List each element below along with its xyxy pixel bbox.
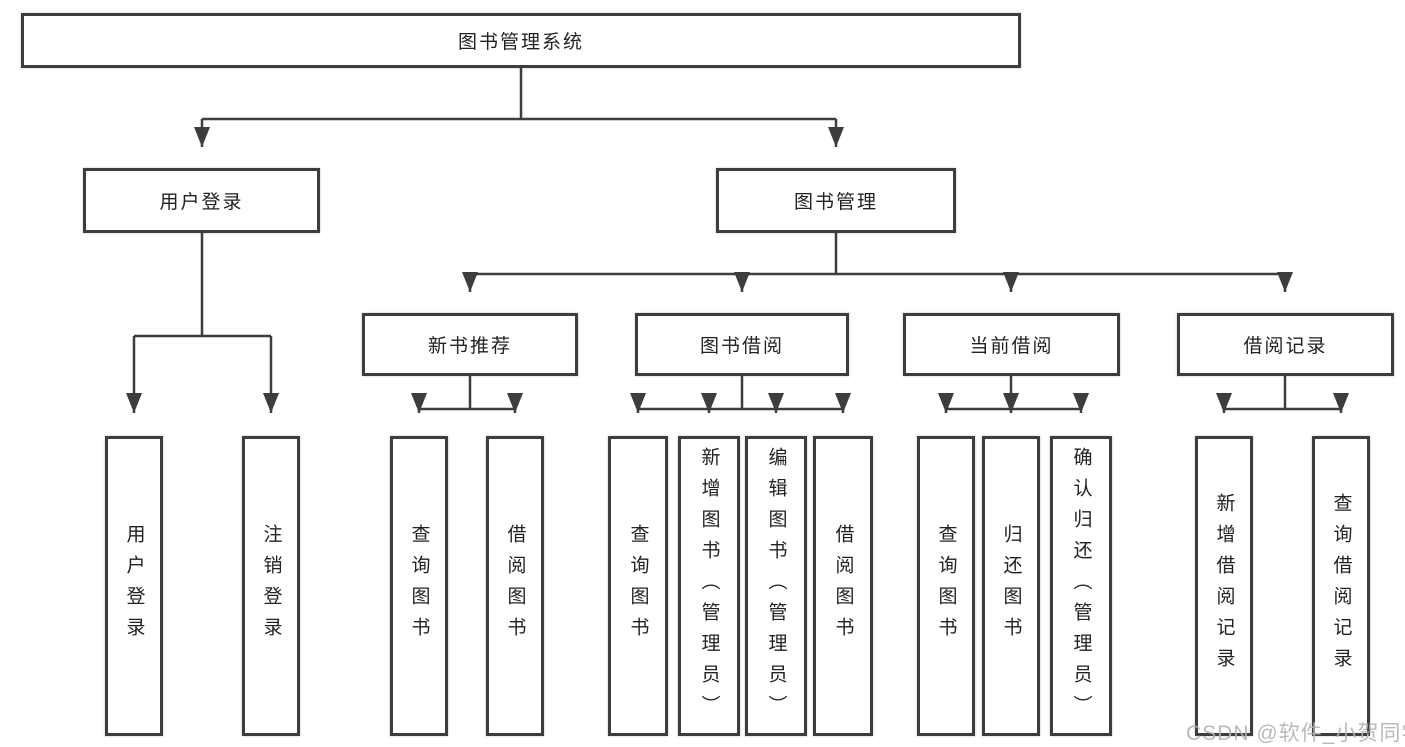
csdn-watermark: CSDN @软件_小贺同学 [1186, 722, 1405, 745]
node-current-borrowing: 当前借阅 [903, 313, 1120, 376]
leaf-borrow-query-book: 查询图书 [608, 436, 668, 736]
leaf-borrow-edit-book-admin: 编辑图书（管理员） [745, 436, 807, 736]
leaf-user-login: 用户登录 [105, 436, 163, 736]
leaf-recommend-borrow-book: 借阅图书 [486, 436, 544, 736]
leaf-logout: 注销登录 [242, 436, 300, 736]
leaf-borrow-add-book-admin: 新增图书（管理员） [678, 436, 740, 736]
node-new-book-recommendation: 新书推荐 [362, 313, 578, 376]
leaf-borrow-borrow-book: 借阅图书 [813, 436, 873, 736]
node-user-login-module: 用户登录 [83, 168, 320, 233]
leaf-current-query-book: 查询图书 [917, 436, 975, 736]
node-library-management-system: 图书管理系统 [21, 13, 1021, 68]
leaf-records-query-borrow-record: 查询借阅记录 [1312, 436, 1370, 736]
leaf-current-return-book: 归还图书 [982, 436, 1040, 736]
leaf-recommend-query-book: 查询图书 [390, 436, 448, 736]
node-book-management-module: 图书管理 [716, 168, 956, 233]
node-borrowing-records: 借阅记录 [1177, 313, 1394, 376]
node-book-borrowing: 图书借阅 [635, 313, 849, 376]
leaf-records-add-borrow-record: 新增借阅记录 [1195, 436, 1253, 736]
leaf-current-confirm-return-admin: 确认归还（管理员） [1050, 436, 1112, 736]
